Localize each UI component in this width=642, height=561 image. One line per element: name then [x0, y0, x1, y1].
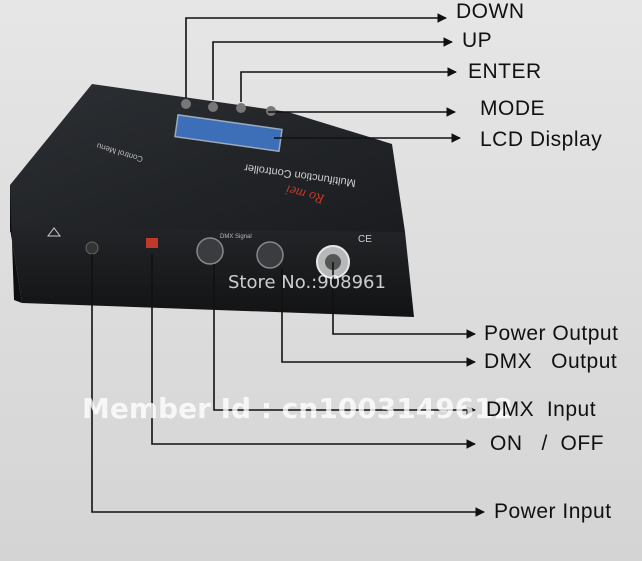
mode-button[interactable] — [266, 106, 276, 116]
label-mode: MODE — [480, 97, 545, 120]
up-button[interactable] — [208, 102, 218, 112]
label-enter: ENTER — [468, 60, 542, 83]
leader-line-dmx-input — [213, 264, 476, 415]
device-top-face — [10, 84, 405, 232]
label-dmx-input: DMX Input — [486, 398, 597, 421]
leader-line-on-off — [151, 254, 476, 449]
label-power-input: Power Input — [494, 500, 612, 523]
leader-line-power-input — [91, 254, 485, 517]
down-button[interactable] — [181, 99, 191, 109]
leader-line-enter — [240, 67, 457, 102]
label-on-off: ON / OFF — [490, 432, 604, 455]
enter-button[interactable] — [236, 103, 246, 113]
leader-line-power-output — [332, 262, 476, 339]
member-watermark: Member Id : cn1003149612 — [82, 392, 514, 425]
leader-line-up — [212, 37, 453, 100]
warning-triangle-icon — [47, 227, 61, 237]
label-power-output: Power Output — [484, 322, 619, 345]
device-ce: CE — [358, 234, 372, 245]
label-up: UP — [462, 29, 493, 52]
leader-line-down — [185, 13, 447, 98]
on-off-switch[interactable] — [146, 238, 158, 248]
dmx-output-connector — [256, 241, 284, 269]
label-dmx-output: DMX Output — [484, 350, 618, 373]
power-input-jack — [85, 241, 99, 255]
device-side-face — [10, 185, 22, 303]
controller-device: Multifunction Controller Ro mei Control … — [10, 84, 414, 317]
label-down: DOWN — [456, 0, 525, 23]
lcd-display — [174, 114, 283, 153]
device-dmx-signal: DMX Signal — [220, 234, 252, 240]
leader-line-dmx-output — [281, 268, 476, 367]
store-watermark: Store No.:908961 — [228, 272, 386, 293]
dmx-input-connector — [196, 237, 224, 265]
device-front-face — [10, 228, 414, 317]
label-lcd-display: LCD Display — [480, 128, 603, 151]
